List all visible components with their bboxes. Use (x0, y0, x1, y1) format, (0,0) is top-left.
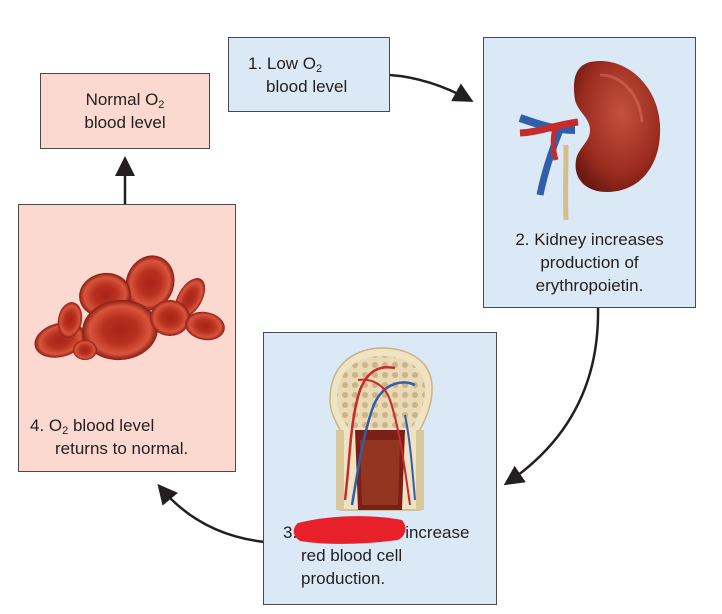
step1-box (228, 37, 390, 112)
arrow-step1-to-step2 (389, 73, 474, 102)
step3-label: 3.increase red blood cell production. (283, 523, 470, 588)
step2-label: 2. Kidney increases production of erythr… (515, 230, 664, 295)
step4-label: 4. O2 blood level returns to normal. (30, 416, 189, 458)
normal-o2-label: Normal O2 blood level (84, 90, 166, 132)
step1-label: 1. Low O2 blood level (248, 54, 348, 96)
normal-o2-box (40, 73, 210, 149)
arrow-step3-to-step4 (157, 483, 266, 544)
arrow-step2-to-step3 (503, 307, 600, 486)
